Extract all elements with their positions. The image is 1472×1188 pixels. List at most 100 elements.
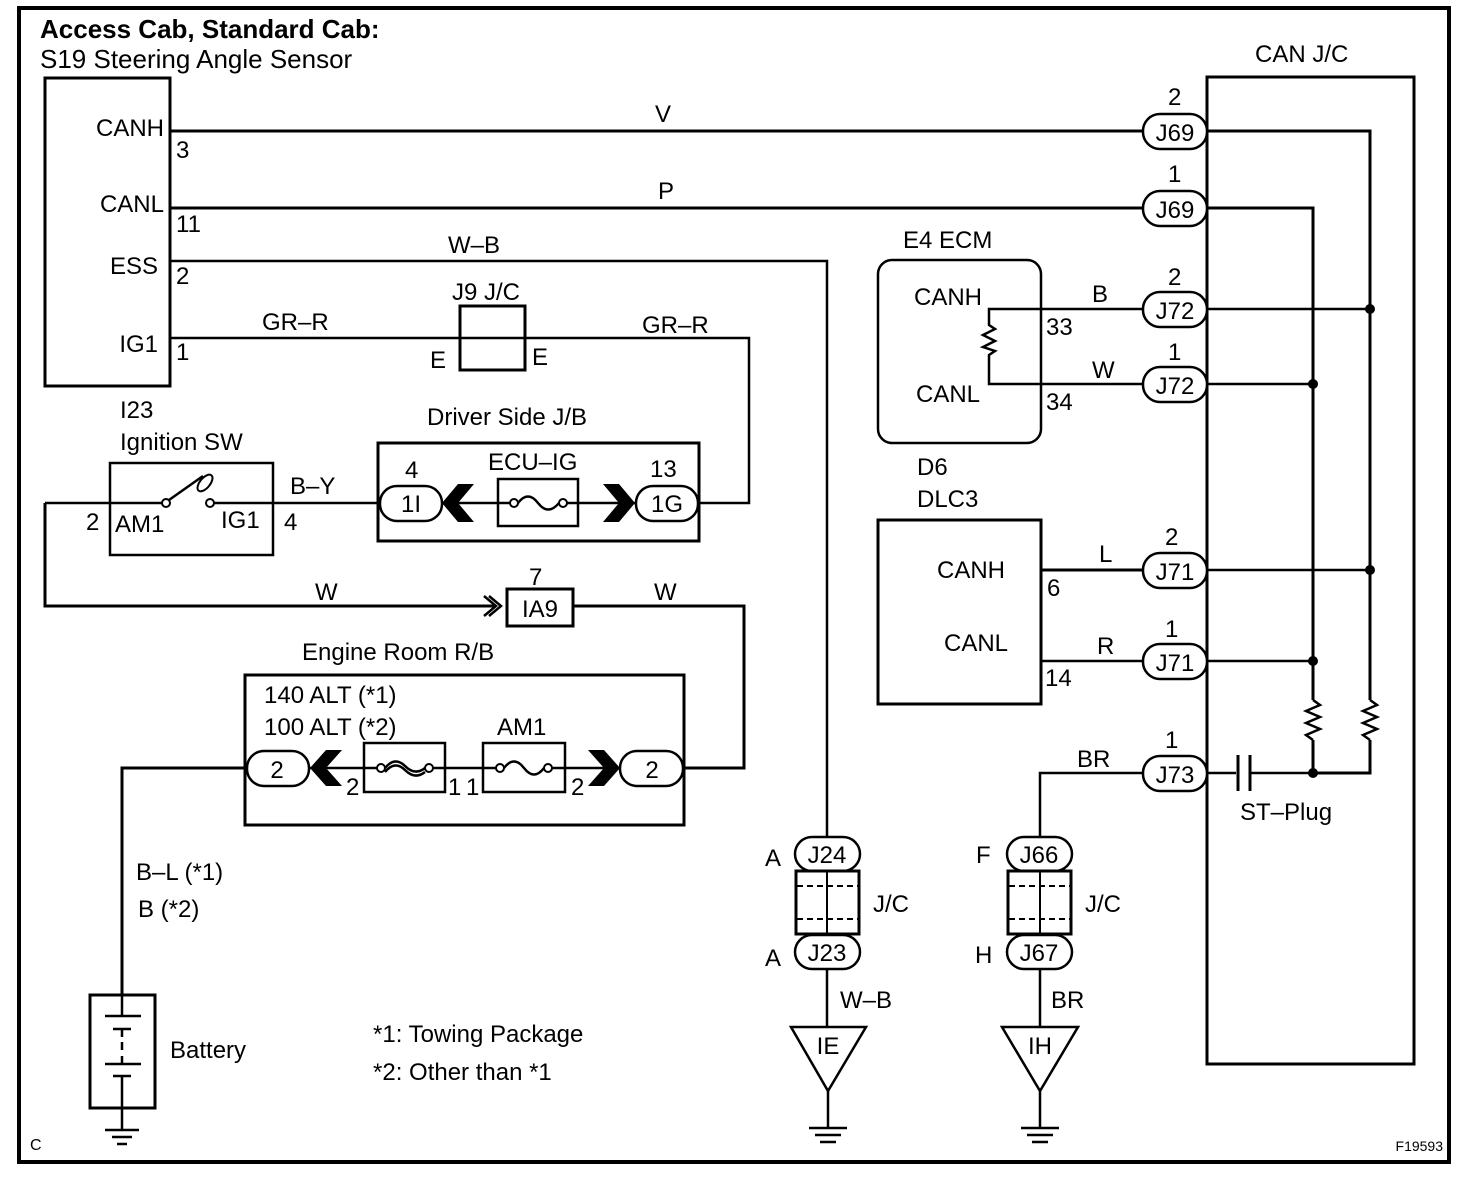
can-connector: J72 2: [1141, 264, 1209, 329]
ignition-switch: I23 Ignition SW 2 AM1 IG1 4 B–Y: [45, 397, 380, 557]
ignition-pin: 4: [284, 509, 297, 536]
connector-label: J69: [1156, 197, 1195, 224]
can-connector: J73 1: [1141, 727, 1209, 793]
st-plug-label: ST–Plug: [1240, 799, 1332, 826]
dlc-id: D6: [917, 454, 948, 481]
connector-label: 2: [645, 757, 658, 784]
wire-color-label: BR: [1077, 746, 1110, 773]
ecm-pin-number: 33: [1046, 314, 1073, 341]
ground-point-label: IH: [1028, 1033, 1052, 1060]
driver-jb-title: Driver Side J/B: [427, 404, 587, 431]
connector-label: J71: [1156, 559, 1195, 586]
wire-color-label: L: [1099, 541, 1112, 568]
can-l-bus: [1207, 206, 1315, 773]
ground-point-label: IE: [817, 1033, 840, 1060]
wire-color-label: W: [1092, 357, 1115, 384]
fuse-pin: 2: [571, 774, 584, 801]
ignition-id: I23: [120, 397, 153, 424]
ecm-pin-label: CANH: [914, 284, 982, 311]
wire-w: [43, 503, 495, 608]
dlc-name: DLC3: [917, 486, 978, 513]
jc-label: J/C: [873, 891, 909, 918]
figure-id: F19593: [1396, 1138, 1444, 1154]
connector-label: J71: [1156, 650, 1195, 677]
wire-color-label: GR–R: [262, 309, 329, 336]
dlc-pin-label: CANH: [937, 557, 1005, 584]
connector-pin: 1: [1168, 339, 1181, 366]
can-junction-connector: CAN J/C ST–Plug J69 2 J69 1 J72 2: [1141, 41, 1416, 1066]
wire-color-label: W: [654, 579, 677, 606]
connector-pin: F: [976, 842, 991, 869]
sensor-pin-number: 11: [176, 211, 201, 238]
dlc-pin-label: CANL: [944, 630, 1008, 657]
j9-label: J9 J/C: [452, 279, 520, 306]
fuse-pin: 2: [346, 774, 359, 801]
sensor-pin-number: 3: [176, 137, 189, 164]
sensor-pin-number: 2: [176, 263, 189, 290]
driver-side-junction-block: Driver Side J/B 1I 4 ECU–IG 1G 13: [376, 404, 701, 543]
wire-battery: [120, 766, 245, 995]
connector-pin: A: [765, 945, 781, 972]
connector-pin: 2: [1168, 264, 1181, 291]
diagram-title: Access Cab, Standard Cab:: [40, 14, 380, 44]
connector-label: J69: [1156, 120, 1195, 147]
connector-arrow-icon: [588, 750, 620, 786]
connector-label: IA9: [522, 596, 558, 623]
engine-room-relay-block: Engine Room R/B 140 ALT (*1) 100 ALT (*2…: [243, 639, 686, 827]
fuse-label: AM1: [497, 714, 546, 741]
sensor-pin-label-ess: ESS: [110, 253, 158, 280]
ecm-pin-label: CANL: [916, 381, 980, 408]
switch-contact-icon: [168, 474, 204, 502]
junction-dot: [1365, 565, 1375, 575]
connector-label: 1G: [651, 491, 683, 518]
connector-label: 1I: [401, 491, 421, 518]
junction-connector-ih: J66 F J/C J67 H BR IH: [975, 835, 1121, 1144]
fuse-pin: 1: [466, 774, 479, 801]
can-h-bus: [1207, 129, 1372, 775]
fuse-pin: 1: [448, 774, 461, 801]
connector-pin: 2: [1165, 524, 1178, 551]
ground-point-icon: [788, 1025, 869, 1094]
wire-color-label: V: [655, 101, 671, 128]
connector-pin: 1: [1168, 161, 1181, 188]
can-connector: J69 1: [1141, 161, 1209, 228]
ground-icon: [1021, 1091, 1059, 1144]
connector-label: J66: [1020, 842, 1059, 869]
connector-arrow-icon: [603, 484, 635, 522]
connector-arrow-icon: [442, 484, 474, 522]
fuse-label: ECU–IG: [488, 449, 577, 476]
wire-color-label: B (*2): [138, 896, 199, 923]
capacitor-icon: [1236, 755, 1252, 791]
wire-color-label: B–L (*1): [136, 859, 223, 886]
connector-pin: A: [765, 845, 781, 872]
sensor-pin-number: 1: [176, 339, 189, 366]
ground-icon: [105, 1128, 139, 1146]
connector-arrow-icon: [310, 750, 342, 786]
connector-label: 2: [270, 757, 283, 784]
footnote: *1: Towing Package: [373, 1021, 583, 1048]
sensor-pin-label-canh: CANH: [96, 115, 164, 142]
wire-color-label: B: [1092, 281, 1108, 308]
resistor-icon: [1302, 698, 1324, 742]
footnote: *2: Other than *1: [373, 1059, 552, 1086]
j9-junction: J9 J/C E E: [430, 279, 548, 374]
connector-label: J72: [1156, 298, 1195, 325]
battery: Battery: [88, 993, 246, 1146]
j9-pin: E: [532, 344, 548, 371]
jc-label: J/C: [1085, 891, 1121, 918]
connector-label: J24: [808, 842, 847, 869]
fuse-icon: [517, 495, 560, 511]
ground-icon: [809, 1091, 847, 1144]
wire-color-label: W: [315, 579, 338, 606]
terminating-resistor-icon: [979, 307, 1143, 386]
ecm-pin-number: 34: [1046, 389, 1073, 416]
connector-pin: 1: [1165, 616, 1178, 643]
wire-color-label: BR: [1051, 987, 1084, 1014]
ground-point-icon: [999, 1025, 1081, 1094]
corner-letter: C: [30, 1137, 42, 1154]
fuse-icon: [503, 760, 545, 776]
connector-chevron-icon: [483, 595, 503, 617]
ignition-pin-label: IG1: [221, 507, 260, 534]
dlc-pin-number: 14: [1045, 665, 1072, 692]
